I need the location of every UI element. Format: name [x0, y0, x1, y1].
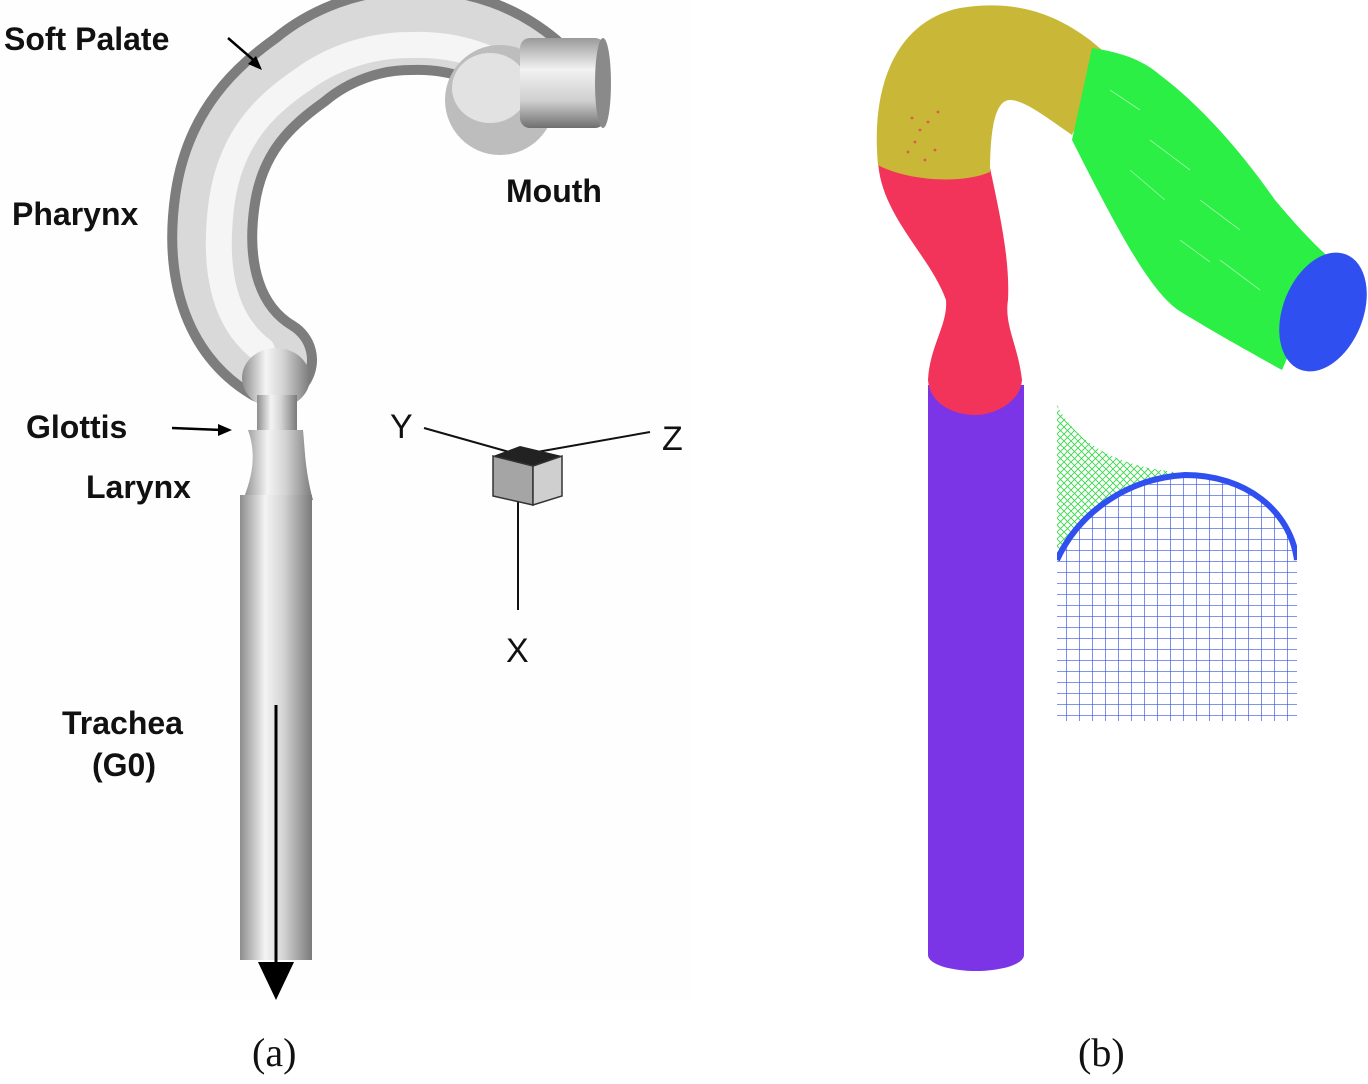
panel-b: (b) — [876, 5, 1367, 1075]
larynx-region — [878, 160, 1022, 415]
label-trachea: Trachea — [62, 705, 183, 741]
flow-direction-arrow — [258, 705, 294, 1000]
soft-palate-arrow — [227, 37, 262, 70]
axes-cube — [493, 446, 562, 466]
axis-label-x: X — [506, 632, 529, 670]
mouth-inlet-region — [1279, 252, 1367, 372]
axis-label-z: Z — [662, 420, 683, 458]
pharynx-bend-region — [876, 5, 1108, 180]
mesh-inset — [1057, 405, 1297, 721]
label-g0: (G0) — [92, 747, 156, 783]
glottis-arrow — [171, 424, 232, 436]
coordinate-axes: Y Z X — [390, 408, 683, 670]
oral-cavity-region — [1072, 48, 1330, 370]
mesh-blue-inlet — [1057, 475, 1297, 721]
caption-a: (a) — [252, 1030, 296, 1075]
panel-a: Soft Palate Pharynx Mouth Glottis Larynx… — [0, 0, 690, 1075]
label-mouth: Mouth — [506, 173, 602, 209]
axis-label-y: Y — [390, 408, 413, 446]
larynx-bulge — [242, 348, 310, 408]
mouth-inlet — [520, 38, 605, 128]
olive-surface-dots — [906, 110, 940, 162]
label-pharynx: Pharynx — [12, 196, 138, 232]
label-glottis: Glottis — [26, 409, 127, 445]
airway-model-gray — [167, 0, 611, 960]
panel-a-background — [0, 0, 690, 1000]
label-soft-palate: Soft Palate — [4, 21, 169, 57]
caption-b: (b) — [1078, 1030, 1125, 1075]
trachea-region — [928, 385, 1024, 971]
label-larynx: Larynx — [86, 469, 191, 505]
green-surface-texture — [1109, 89, 1261, 291]
